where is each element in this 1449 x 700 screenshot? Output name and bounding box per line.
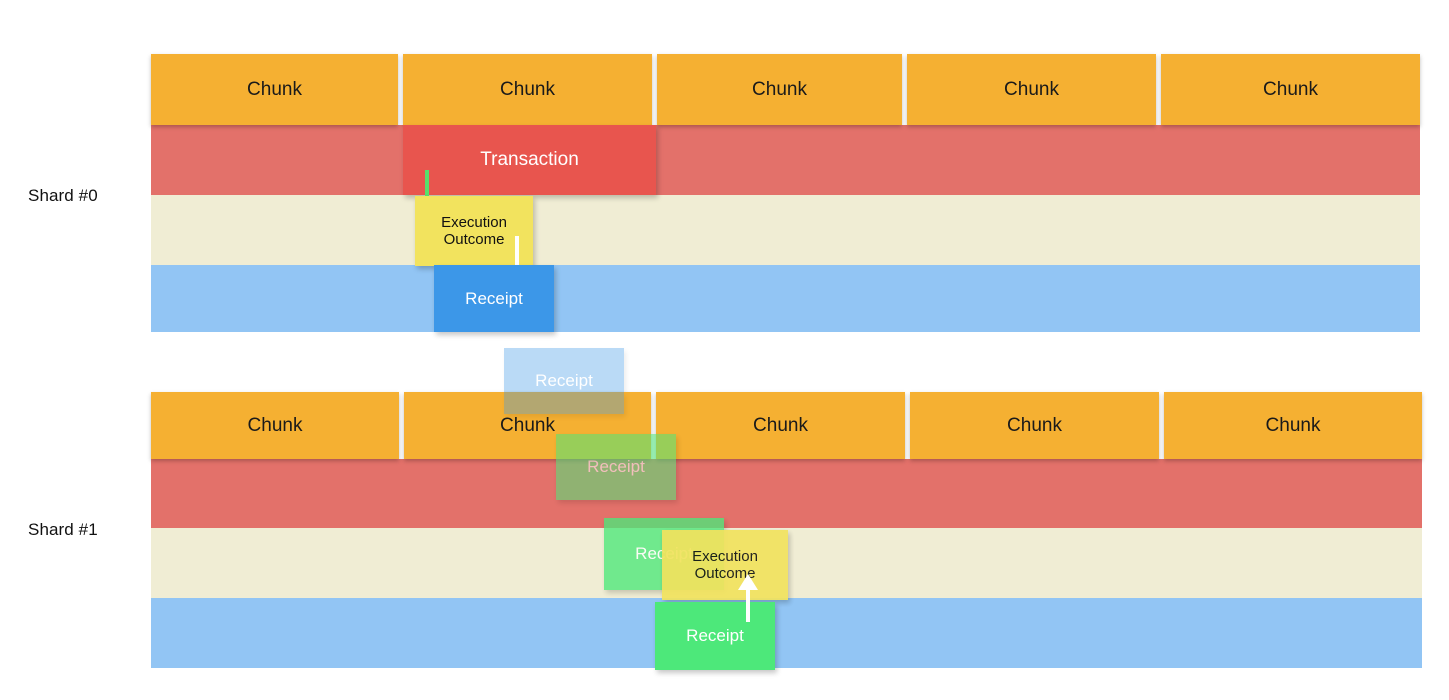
receipt-box[interactable]: Receipt: [655, 602, 775, 670]
transaction-box[interactable]: Transaction: [403, 125, 656, 195]
shard-0-receipt-band: [151, 265, 1420, 332]
execution-outcome-line-2: Outcome: [443, 231, 505, 248]
execution-outcome-line-1: Execution: [692, 547, 758, 565]
receipt-label: Receipt: [587, 457, 645, 477]
chunk-label: Chunk: [500, 414, 555, 436]
chunk-label: Chunk: [1265, 414, 1321, 436]
shard-1-transaction-band: [151, 459, 1422, 528]
chunk-label: Chunk: [247, 414, 303, 436]
receipt-box[interactable]: Receipt: [434, 265, 554, 332]
receipt-label: Receipt: [686, 626, 744, 646]
execution-outcome-box[interactable]: Execution Outcome: [662, 530, 788, 600]
chunk-label: Chunk: [1004, 78, 1059, 100]
chunk-label: Chunk: [1007, 414, 1062, 436]
chunk-cell[interactable]: Chunk: [151, 54, 398, 125]
chunk-label: Chunk: [1263, 78, 1318, 100]
receipt-label: Receipt: [465, 288, 523, 308]
shard-0-execution-band: [151, 195, 1420, 265]
chunk-cell[interactable]: Chunk: [656, 392, 905, 459]
shard-1-label: Shard #1: [28, 520, 98, 539]
chunk-label: Chunk: [500, 78, 555, 100]
chunk-label: Chunk: [247, 78, 302, 100]
chunk-cell[interactable]: Chunk: [151, 392, 399, 459]
transaction-label: Transaction: [480, 149, 579, 171]
shard-0-transaction-band: [151, 125, 1420, 195]
execution-outcome-box[interactable]: Execution Outcome: [415, 196, 533, 266]
chunk-label: Chunk: [753, 414, 808, 436]
incoming-receipt-faded-2: Receipt: [556, 434, 676, 500]
execution-outcome-line-1: Execution: [441, 213, 507, 231]
chunk-cell[interactable]: Chunk: [907, 54, 1156, 125]
shard-0-label: Shard #0: [28, 186, 98, 205]
execution-outcome-label: Execution Outcome: [441, 214, 507, 249]
execution-outcome-label: Execution Outcome: [692, 548, 758, 583]
incoming-receipt-faded-1-overlap: [504, 392, 624, 414]
chunk-cell[interactable]: Chunk: [657, 54, 902, 125]
chunk-label: Chunk: [752, 78, 807, 100]
chunk-cell[interactable]: Chunk: [1161, 54, 1420, 125]
receipt-label: Receipt: [535, 371, 593, 391]
chunk-cell[interactable]: Chunk: [403, 54, 652, 125]
shard-1-receipt-band: [151, 598, 1422, 668]
execution-outcome-line-2: Outcome: [694, 565, 756, 582]
chunk-cell[interactable]: Chunk: [1164, 392, 1422, 459]
chunk-cell[interactable]: Chunk: [910, 392, 1159, 459]
